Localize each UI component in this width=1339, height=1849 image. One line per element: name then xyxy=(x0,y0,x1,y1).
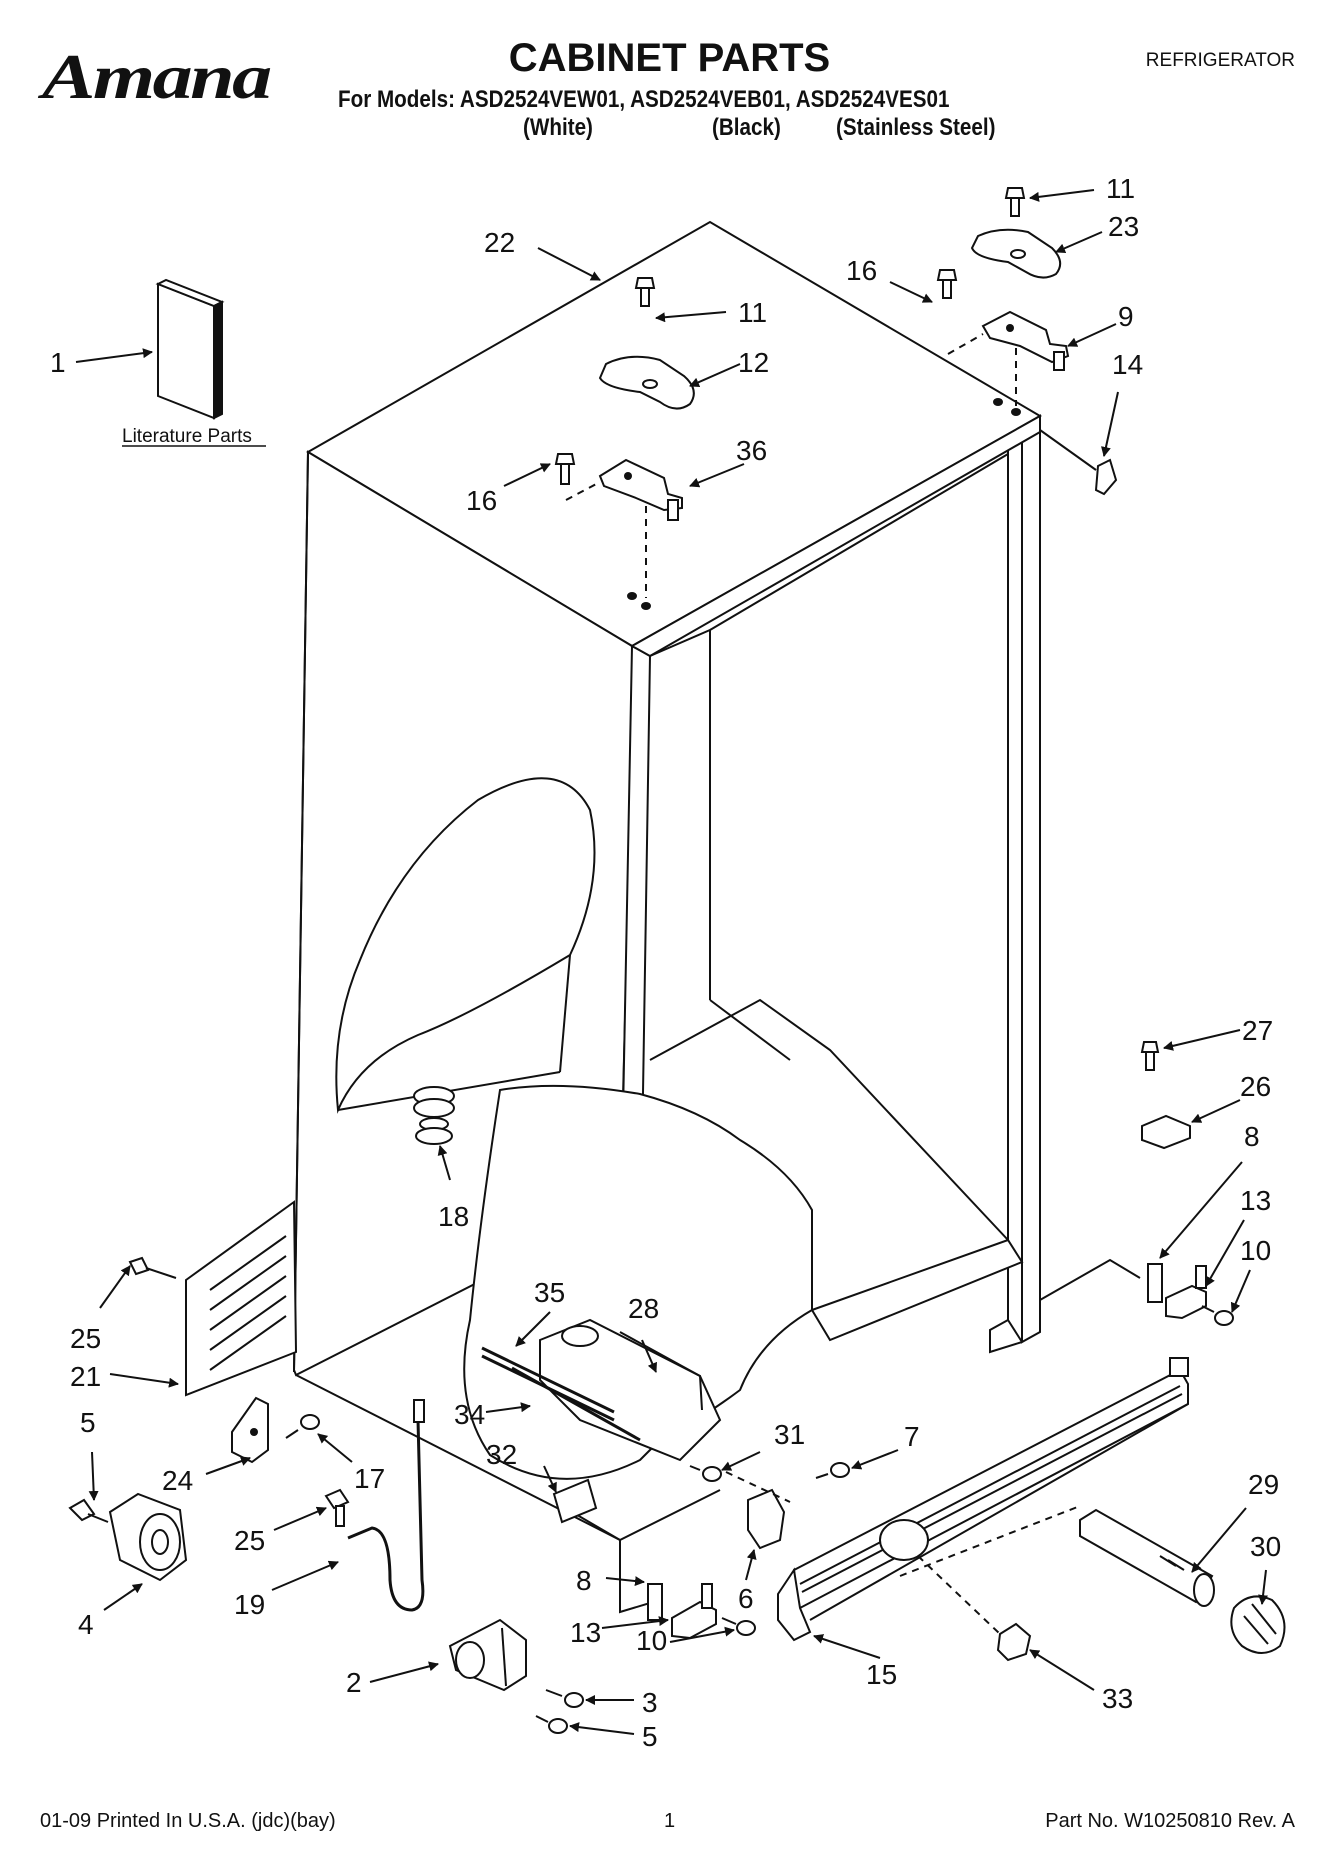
callout-24: 24 xyxy=(162,1465,193,1496)
literature-parts-label: Literature Parts xyxy=(122,426,252,447)
screw-5-right xyxy=(535,1715,568,1734)
leveler-glide xyxy=(413,1086,455,1145)
screw-3 xyxy=(545,1689,584,1708)
callout-14: 14 xyxy=(1112,349,1143,380)
callout-9: 9 xyxy=(1118,301,1134,332)
callout-13: 13 xyxy=(1240,1185,1271,1216)
screw-5-left xyxy=(68,1498,109,1523)
callout-22: 22 xyxy=(484,227,515,258)
screw-25-panel xyxy=(128,1256,177,1279)
callout-23: 23 xyxy=(1108,211,1139,242)
callout-26: 26 xyxy=(1240,1071,1271,1102)
part-number: Part No. W10250810 Rev. A xyxy=(1045,1810,1295,1832)
callout-8: 8 xyxy=(1244,1121,1260,1152)
callout-numbers: 1 22 11 12 11 23 16 9 14 36 16 18 27 26 … xyxy=(50,173,1281,1752)
callout-33: 33 xyxy=(1102,1683,1133,1714)
callout-31: 31 xyxy=(774,1419,805,1450)
bracket-13-right xyxy=(1165,1265,1207,1320)
appliance-type: REFRIGERATOR xyxy=(1145,50,1295,71)
hinge-cover-right xyxy=(970,228,1062,279)
door-stop xyxy=(1094,458,1118,496)
screw-25-lower xyxy=(324,1488,350,1527)
callout-34: 34 xyxy=(454,1399,485,1430)
bracket-13-bottom xyxy=(671,1583,717,1640)
callout-5: 5 xyxy=(80,1407,96,1438)
filter-cover-32 xyxy=(552,1478,598,1524)
screw-17 xyxy=(285,1414,320,1439)
literature-book xyxy=(155,278,225,420)
print-info: 01-09 Printed In U.S.A. (jdc)(bay) xyxy=(40,1810,336,1832)
mounting-bracket xyxy=(231,1396,269,1464)
clip-6 xyxy=(747,1488,786,1550)
callout-21: 21 xyxy=(70,1361,101,1392)
callout-13: 13 xyxy=(570,1617,601,1648)
callout-35: 35 xyxy=(534,1277,565,1308)
callout-2: 2 xyxy=(346,1667,362,1698)
callout-32: 32 xyxy=(486,1439,517,1470)
lower-hinge xyxy=(448,1618,527,1692)
water-tube-34 xyxy=(511,1366,641,1442)
callout-5: 5 xyxy=(642,1721,658,1752)
top-hinge-right xyxy=(981,310,1070,371)
screw-7 xyxy=(815,1462,850,1479)
callout-4: 4 xyxy=(78,1609,94,1640)
screw-27 xyxy=(1140,1041,1160,1071)
water-tube xyxy=(347,1399,425,1612)
bracket-26 xyxy=(1141,1114,1191,1150)
callout-6: 6 xyxy=(738,1583,754,1614)
callout-29: 29 xyxy=(1248,1469,1279,1500)
page-title: CABINET PARTS xyxy=(508,36,831,80)
callout-15: 15 xyxy=(866,1659,897,1690)
water-filter xyxy=(1079,1508,1215,1607)
variant-white: (White) xyxy=(523,114,593,141)
callout-17: 17 xyxy=(354,1463,385,1494)
screw-16-right xyxy=(936,269,958,299)
screw-10-bottom xyxy=(721,1617,756,1636)
callout-16: 16 xyxy=(466,485,497,516)
screw-10-right xyxy=(1201,1305,1234,1326)
leader-lines xyxy=(75,189,1269,1735)
callout-25: 25 xyxy=(70,1323,101,1354)
callout-25: 25 xyxy=(234,1525,265,1556)
page-number: 1 xyxy=(664,1810,676,1832)
roller-assembly xyxy=(108,1492,188,1582)
bracket-8-right xyxy=(1147,1263,1163,1303)
callout-7: 7 xyxy=(904,1421,920,1452)
variant-black: (Black) xyxy=(712,114,781,141)
base-grille xyxy=(777,1357,1189,1642)
callout-19: 19 xyxy=(234,1589,265,1620)
screw-11-top-left xyxy=(634,277,656,307)
callout-11: 11 xyxy=(738,297,767,328)
callout-27: 27 xyxy=(1242,1015,1273,1046)
screw-16-left xyxy=(554,453,576,485)
callout-8: 8 xyxy=(576,1565,592,1596)
callout-30: 30 xyxy=(1250,1531,1281,1562)
callout-12: 12 xyxy=(738,347,769,378)
bypass-plug xyxy=(996,1622,1032,1662)
screw-31 xyxy=(689,1465,722,1482)
bracket-8-bottom xyxy=(647,1583,663,1621)
callout-1: 1 xyxy=(50,347,66,378)
screw-11-top-right xyxy=(1004,187,1026,217)
callout-10: 10 xyxy=(636,1625,667,1656)
callout-10: 10 xyxy=(1240,1235,1271,1266)
callout-18: 18 xyxy=(438,1201,469,1232)
hinge-cover-left xyxy=(598,355,695,410)
callout-11: 11 xyxy=(1106,173,1135,204)
filter-cap xyxy=(1230,1595,1286,1654)
amana-logo: Amana xyxy=(42,41,272,112)
model-list: For Models: ASD2524VEW01, ASD2524VEB01, … xyxy=(338,86,950,113)
rear-access-panel xyxy=(185,1200,298,1397)
variant-stainless: (Stainless Steel) xyxy=(836,114,996,141)
callout-36: 36 xyxy=(736,435,767,466)
callout-16: 16 xyxy=(846,255,877,286)
callout-3: 3 xyxy=(642,1687,658,1718)
top-hinge-left xyxy=(598,458,683,521)
callout-28: 28 xyxy=(628,1293,659,1324)
